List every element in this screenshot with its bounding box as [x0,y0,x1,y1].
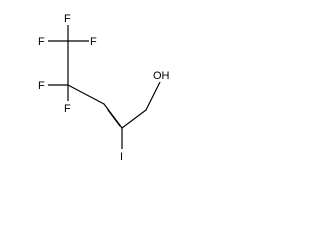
structure-diagram: F F F F F I OH [37,11,174,163]
atom-iodine: I [120,151,123,163]
bond-c3-c2-inner [107,109,121,127]
atom-hydroxyl: OH [153,70,170,82]
bond-c1-o [145,81,161,111]
atom-f-top-right: F [90,36,97,48]
bond-c2-c1 [121,109,147,129]
atom-labels: F F F F F I OH [37,11,174,163]
atom-f-mid-bottom: F [64,103,71,115]
atom-f-mid-left: F [38,80,45,92]
atom-f-top-left: F [38,36,45,48]
bond-cf2-c3 [67,84,105,105]
bond-set [47,21,161,151]
atom-f-top: F [64,13,71,25]
